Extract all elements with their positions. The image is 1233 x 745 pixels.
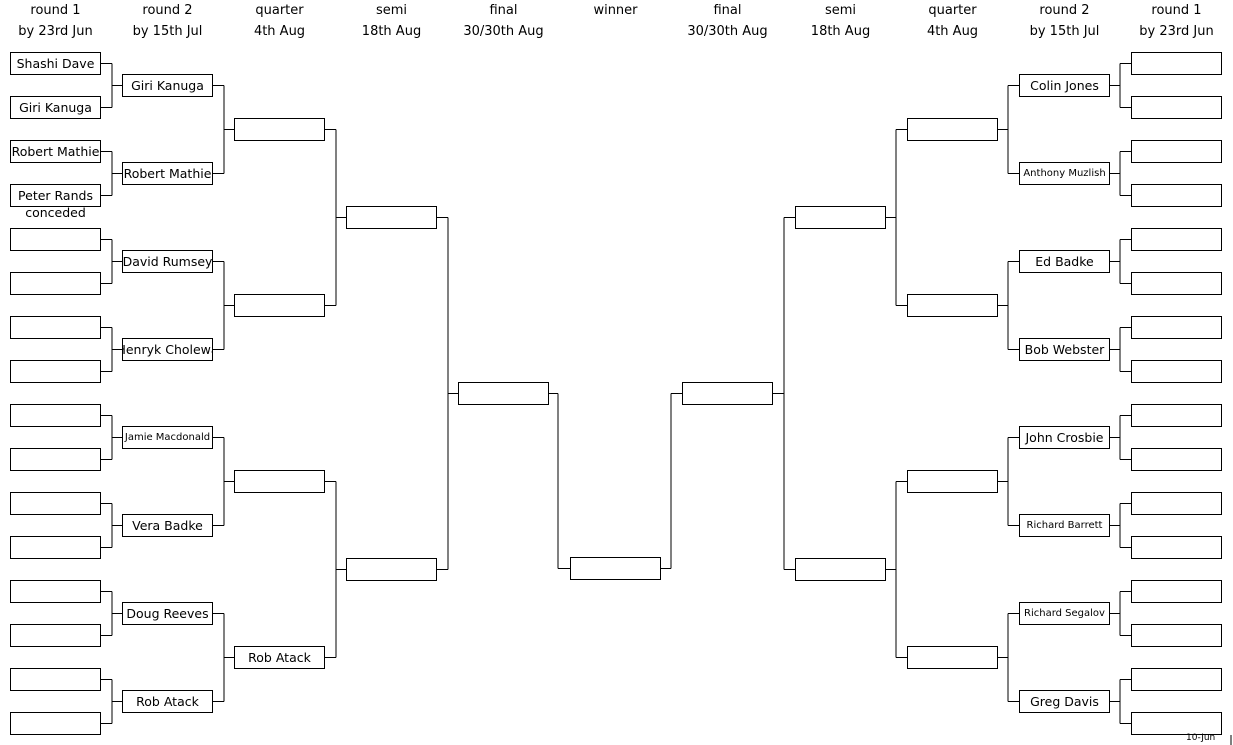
left-round1-slot [10,536,101,559]
right-round1-slot [1131,272,1222,295]
right-round2-slot: Richard Barrett [1019,514,1110,537]
right-round2-slot: Ed Badke [1019,250,1110,273]
right-round1-slot [1131,536,1222,559]
left-round1-slot [10,404,101,427]
right-round2-slot: Colin Jones [1019,74,1110,97]
right-round1-header-title: round 1 [1151,3,1202,18]
left-round1-slot [10,492,101,515]
left-round2-slot: Giri Kanuga [122,74,213,97]
right-final-header-title: final [713,3,742,18]
right-round2-header-date: by 15th Jul [1029,24,1100,39]
right-semi-header-title: semi [824,3,857,18]
right-round1-slot [1131,360,1222,383]
left-final-slot [458,382,549,405]
right-round1-slot [1131,316,1222,339]
left-round2-slot: Henryk Cholewa [122,338,213,361]
right-semi-slot [795,206,886,229]
right-semi-slot [795,558,886,581]
left-round2-header-date: by 15th Jul [132,24,203,39]
right-round1-slot [1131,140,1222,163]
left-final-header-date: 30/30th Aug [463,24,544,39]
left-round2-slot: David Rumsey [122,250,213,273]
left-round1-slot [10,580,101,603]
right-round1-slot [1131,228,1222,251]
right-round1-slot [1131,448,1222,471]
left-semi-slot [346,206,437,229]
right-quarter-slot [907,646,998,669]
left-round2-slot: Robert Mathie [122,162,213,185]
winner-header-title: winner [593,3,638,18]
left-round1-slot [10,668,101,691]
right-final-slot [682,382,773,405]
conceded-note: conceded [25,205,86,220]
right-quarter-header-title: quarter [928,3,977,18]
right-round1-slot [1131,712,1222,735]
right-round1-slot [1131,492,1222,515]
left-round1-slot [10,448,101,471]
left-quarter-slot [234,118,325,141]
right-round1-slot [1131,624,1222,647]
left-quarter-header-date: 4th Aug [253,24,306,39]
left-quarter-header-title: quarter [255,3,304,18]
left-semi-slot [346,558,437,581]
right-round1-slot [1131,580,1222,603]
right-round1-slot [1131,668,1222,691]
right-round2-slot: Anthony Muzlish [1019,162,1110,185]
left-round1-slot: Robert Mathie [10,140,101,163]
winner-slot [570,557,661,580]
right-round2-slot: Richard Segalov [1019,602,1110,625]
right-round1-slot [1131,404,1222,427]
left-round1-slot: Peter Rands [10,184,101,207]
right-round2-slot: Greg Davis [1019,690,1110,713]
right-round2-slot: Bob Webster [1019,338,1110,361]
right-semi-header-date: 18th Aug [810,24,871,39]
left-round1-slot [10,228,101,251]
left-quarter-slot [234,294,325,317]
left-semi-header-title: semi [375,3,408,18]
left-semi-header-date: 18th Aug [361,24,422,39]
right-round1-slot [1131,184,1222,207]
right-quarter-slot [907,470,998,493]
right-quarter-slot [907,294,998,317]
right-final-header-date: 30/30th Aug [687,24,768,39]
right-round1-header-date: by 23rd Jun [1139,24,1214,39]
left-round1-header-date: by 23rd Jun [18,24,93,39]
left-round1-slot [10,360,101,383]
date-stamp: 10-Jun [1186,733,1216,743]
left-round1-slot [10,712,101,735]
left-round2-slot: Jamie Macdonald [122,426,213,449]
right-quarter-slot [907,118,998,141]
left-quarter-slot: Rob Atack [234,646,325,669]
left-final-header-title: final [489,3,518,18]
left-round1-slot [10,272,101,295]
left-round2-header-title: round 2 [142,3,193,18]
left-round1-header-title: round 1 [30,3,81,18]
left-round2-slot: Rob Atack [122,690,213,713]
left-round1-slot [10,624,101,647]
left-round2-slot: Vera Badke [122,514,213,537]
left-round1-slot: Giri Kanuga [10,96,101,119]
right-quarter-header-date: 4th Aug [926,24,979,39]
left-quarter-slot [234,470,325,493]
right-round1-slot [1131,52,1222,75]
left-round1-slot: Shashi Dave [10,52,101,75]
right-round2-slot: John Crosbie [1019,426,1110,449]
left-round1-slot [10,316,101,339]
right-round2-header-title: round 2 [1039,3,1090,18]
left-round2-slot: Doug Reeves [122,602,213,625]
right-round1-slot [1131,96,1222,119]
